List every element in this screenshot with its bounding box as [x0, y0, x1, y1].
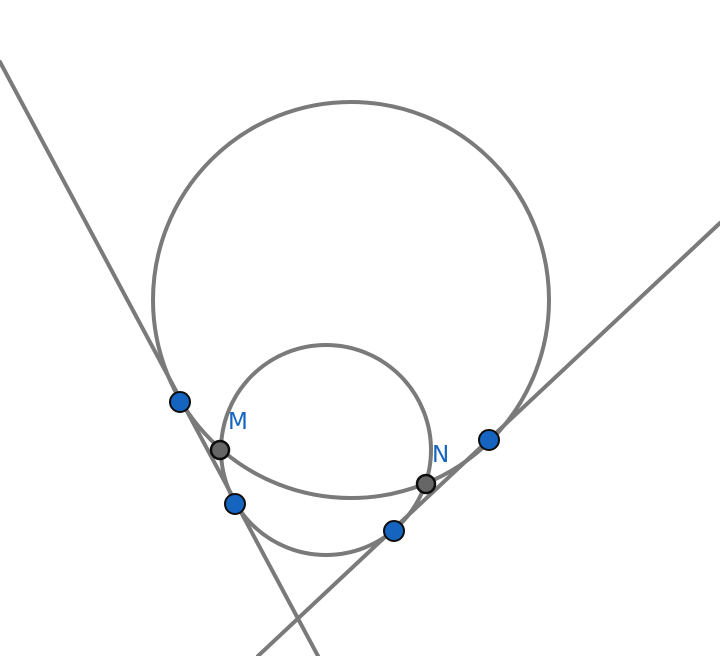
tangent-point-left-small[interactable] [224, 493, 246, 515]
label-M: M [228, 409, 248, 435]
tangent-point-right-small[interactable] [383, 520, 405, 542]
point-N[interactable] [415, 473, 437, 495]
tangent-point-right-large[interactable] [478, 429, 500, 451]
large-circle[interactable] [151, 100, 551, 500]
point-M[interactable] [209, 439, 231, 461]
tangent-line-left[interactable] [0, 60, 320, 656]
tangent-point-left-large[interactable] [169, 391, 191, 413]
label-N: N [432, 442, 449, 468]
